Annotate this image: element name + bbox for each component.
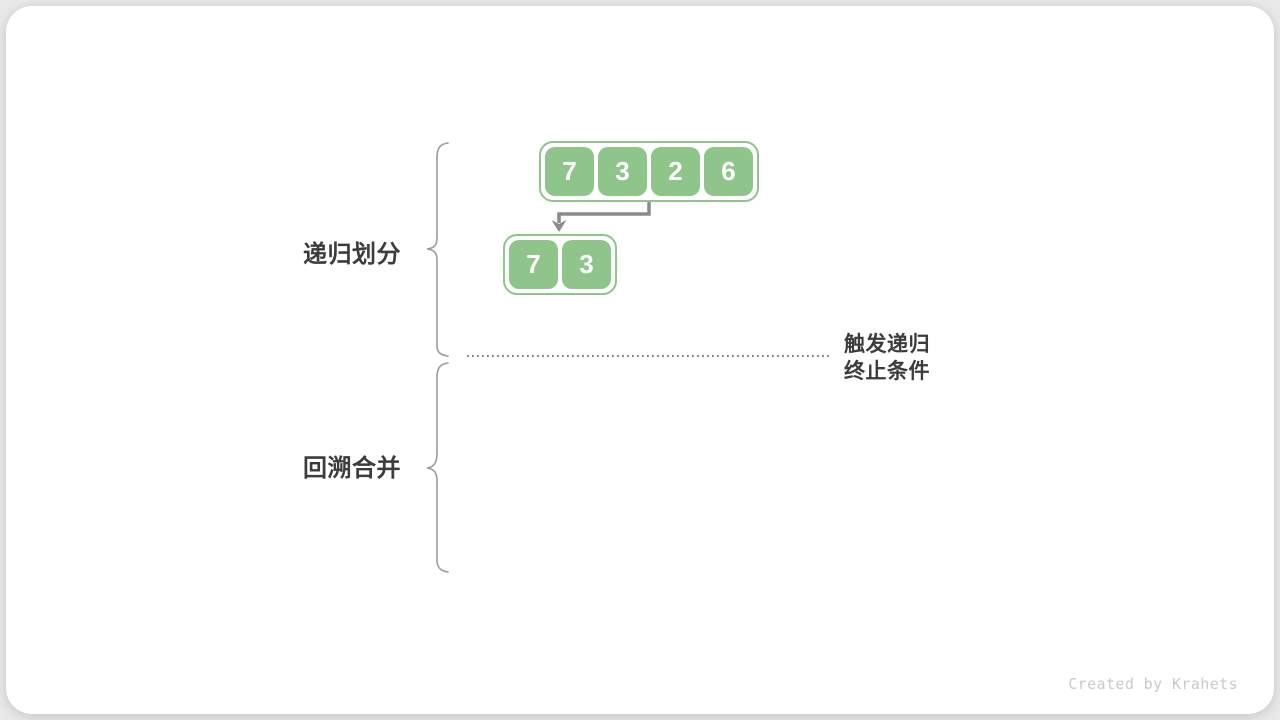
array-cell: 3 bbox=[562, 240, 611, 289]
termination-annotation-line2: 终止条件 bbox=[844, 360, 930, 383]
array-cell: 2 bbox=[651, 147, 700, 196]
array-cell: 3 bbox=[598, 147, 647, 196]
termination-annotation-line1: 触发递归 bbox=[844, 333, 930, 356]
phase-label-backtrack-merge: 回溯合并 bbox=[303, 455, 401, 482]
canvas-card bbox=[6, 6, 1274, 714]
array-cell: 7 bbox=[545, 147, 594, 196]
credit-text: Created by Krahets bbox=[1068, 675, 1238, 693]
phase-label-recursive-partition: 递归划分 bbox=[303, 241, 401, 268]
brace-recursive-partition bbox=[426, 142, 449, 357]
termination-annotation: 触发递归 终止条件 bbox=[844, 331, 930, 385]
array-cell: 6 bbox=[704, 147, 753, 196]
array-cell: 7 bbox=[509, 240, 558, 289]
split-arrow-head bbox=[551, 220, 567, 232]
brace-backtrack-merge bbox=[426, 362, 449, 573]
